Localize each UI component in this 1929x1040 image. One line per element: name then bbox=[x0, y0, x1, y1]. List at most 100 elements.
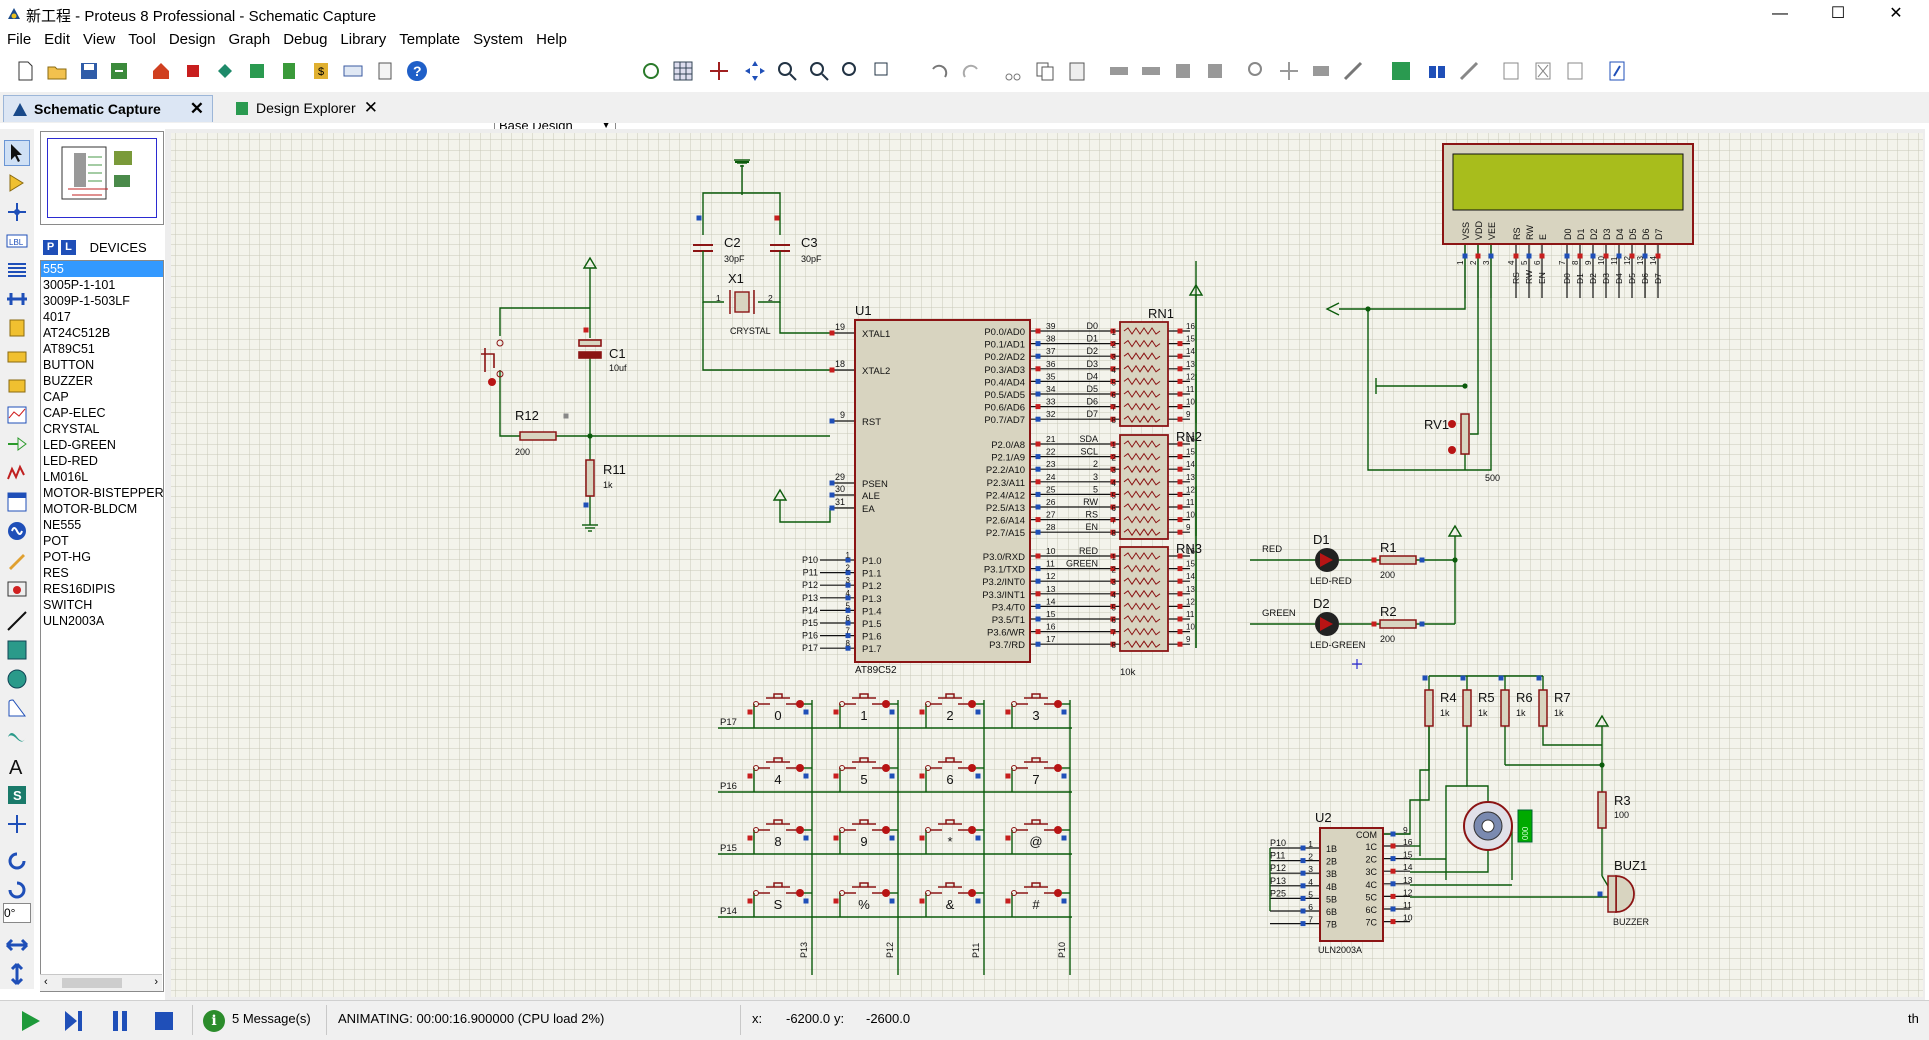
design-rule-icon[interactable] bbox=[1606, 60, 1628, 82]
keypad-button[interactable] bbox=[1016, 693, 1056, 705]
rn2-body[interactable] bbox=[1119, 434, 1169, 540]
menu-graph[interactable]: Graph bbox=[228, 31, 271, 48]
device-list-item[interactable]: RES16DIPIS bbox=[43, 582, 116, 596]
r12-resistor[interactable] bbox=[519, 431, 557, 441]
property-assignment-icon[interactable] bbox=[1458, 60, 1480, 82]
tab-schematic-capture-close-icon[interactable]: ✕ bbox=[189, 99, 204, 118]
paste-icon[interactable] bbox=[1066, 60, 1088, 82]
keypad-button[interactable] bbox=[1016, 757, 1056, 769]
voltage-probe-icon[interactable] bbox=[5, 490, 29, 514]
undo-icon[interactable] bbox=[928, 60, 950, 82]
device-list-item[interactable]: CAP bbox=[43, 390, 69, 404]
minimize-button[interactable]: — bbox=[1772, 5, 1788, 22]
device-list-item[interactable]: LED-GREEN bbox=[43, 438, 116, 452]
text-tool-icon[interactable]: A bbox=[5, 754, 29, 778]
power-terminal[interactable] bbox=[1188, 283, 1204, 296]
device-list-item[interactable]: ULN2003A bbox=[43, 614, 105, 628]
reset-switch-wire[interactable] bbox=[499, 307, 590, 336]
schematic-icon[interactable] bbox=[182, 60, 204, 82]
tab-schematic-capture[interactable]: Schematic Capture ✕ bbox=[3, 95, 213, 122]
motor-wire[interactable] bbox=[1445, 785, 1467, 880]
rotate-anticlockwise-icon[interactable] bbox=[5, 878, 29, 902]
grid-toggle-icon[interactable] bbox=[672, 60, 694, 82]
menu-help[interactable]: Help bbox=[536, 31, 568, 48]
rv1-wiper-wire[interactable] bbox=[1470, 244, 1479, 435]
packaging-tool-icon[interactable] bbox=[1310, 60, 1332, 82]
reset-switch-wire[interactable] bbox=[499, 370, 520, 437]
tape-recorder-icon[interactable] bbox=[5, 432, 29, 456]
device-list-item[interactable]: 4017 bbox=[43, 310, 71, 324]
tab-design-explorer[interactable]: Design Explorer ✕ bbox=[226, 95, 386, 122]
rotate-clockwise-icon[interactable] bbox=[5, 849, 29, 873]
menu-template[interactable]: Template bbox=[399, 31, 461, 48]
block-delete-icon[interactable] bbox=[1204, 60, 1226, 82]
keypad-button[interactable] bbox=[844, 819, 884, 831]
power-terminal[interactable] bbox=[1594, 714, 1610, 727]
library-manager-button[interactable]: L bbox=[61, 240, 76, 255]
u2-com-wire[interactable] bbox=[1383, 726, 1430, 835]
device-list-item[interactable]: MOTOR-BLDCM bbox=[43, 502, 138, 516]
keypad-button[interactable] bbox=[844, 882, 884, 894]
r11-resistor[interactable] bbox=[585, 459, 595, 497]
keypad-button[interactable] bbox=[930, 819, 970, 831]
decompose-icon[interactable] bbox=[1342, 60, 1364, 82]
make-device-icon[interactable] bbox=[1278, 60, 1300, 82]
overview-viewport[interactable] bbox=[47, 138, 157, 218]
graph-mode-icon[interactable] bbox=[5, 403, 29, 427]
u1-ic-body[interactable] bbox=[854, 319, 1031, 663]
keypad-button[interactable] bbox=[758, 882, 798, 894]
keypad-button[interactable] bbox=[758, 757, 798, 769]
r3-resistor[interactable] bbox=[1597, 791, 1607, 829]
remove-sheet-icon[interactable] bbox=[1532, 60, 1554, 82]
text-script-icon[interactable] bbox=[5, 258, 29, 282]
schematic-canvas[interactable]: U1AT89C5219XTAL118XTAL29RST29PSEN30ALE31… bbox=[165, 129, 1925, 1000]
message-count[interactable]: 5 Message(s) bbox=[232, 1011, 311, 1026]
current-probe-icon[interactable] bbox=[5, 519, 29, 543]
step-icon[interactable] bbox=[62, 1009, 86, 1033]
c1-capacitor[interactable] bbox=[578, 339, 602, 347]
rv1-potentiometer[interactable] bbox=[1460, 413, 1470, 455]
device-list-item[interactable]: BUTTON bbox=[43, 358, 95, 372]
buzzer-body[interactable] bbox=[1607, 875, 1617, 913]
device-list-item[interactable]: POT-HG bbox=[43, 550, 91, 564]
device-list-item[interactable]: SWITCH bbox=[43, 598, 93, 612]
menu-system[interactable]: System bbox=[473, 31, 524, 48]
device-list-item[interactable]: CRYSTAL bbox=[43, 422, 100, 436]
circle-tool-icon[interactable] bbox=[5, 667, 29, 691]
keypad-button[interactable] bbox=[930, 757, 970, 769]
stop-icon[interactable] bbox=[152, 1009, 176, 1033]
mirror-vertical-icon[interactable] bbox=[5, 962, 29, 986]
device-list-item[interactable]: NE555 bbox=[43, 518, 82, 532]
r6-resistor[interactable] bbox=[1500, 689, 1510, 727]
play-icon[interactable] bbox=[18, 1009, 42, 1033]
buzzer-buz1[interactable] bbox=[1615, 875, 1635, 913]
r4-resistor[interactable] bbox=[1424, 689, 1434, 727]
crystal-ground-wire[interactable] bbox=[702, 192, 743, 235]
menu-library[interactable]: Library bbox=[340, 31, 387, 48]
device-list-item[interactable]: 3005P-1-101 bbox=[43, 278, 116, 292]
motor-wire[interactable] bbox=[1466, 726, 1489, 802]
bom-icon[interactable]: $ bbox=[310, 60, 332, 82]
device-list-item[interactable]: AT89C51 bbox=[43, 342, 95, 356]
menu-debug[interactable]: Debug bbox=[283, 31, 328, 48]
c1-capacitor-plate[interactable] bbox=[578, 351, 602, 359]
symbol-tool-icon[interactable]: S bbox=[5, 783, 29, 807]
buzzer-wire[interactable] bbox=[1601, 875, 1609, 887]
redo-icon[interactable] bbox=[960, 60, 982, 82]
refresh-icon[interactable] bbox=[640, 60, 662, 82]
device-list-item[interactable]: AT24C512B bbox=[43, 326, 111, 340]
source-code-icon[interactable] bbox=[342, 60, 364, 82]
rotation-input[interactable]: 0° bbox=[3, 903, 31, 923]
terminals-icon[interactable] bbox=[5, 345, 29, 369]
cut-icon[interactable] bbox=[1002, 60, 1024, 82]
ea-wire[interactable] bbox=[779, 500, 831, 523]
junction-dot-icon[interactable] bbox=[5, 200, 29, 224]
close-button[interactable]: ✕ bbox=[1889, 5, 1903, 22]
menu-file[interactable]: File bbox=[7, 31, 32, 48]
maximize-button[interactable]: ☐ bbox=[1830, 5, 1846, 22]
pick-device-icon[interactable] bbox=[1246, 60, 1268, 82]
crystal-x1[interactable] bbox=[734, 291, 750, 313]
3d-viewer-icon[interactable] bbox=[246, 60, 268, 82]
